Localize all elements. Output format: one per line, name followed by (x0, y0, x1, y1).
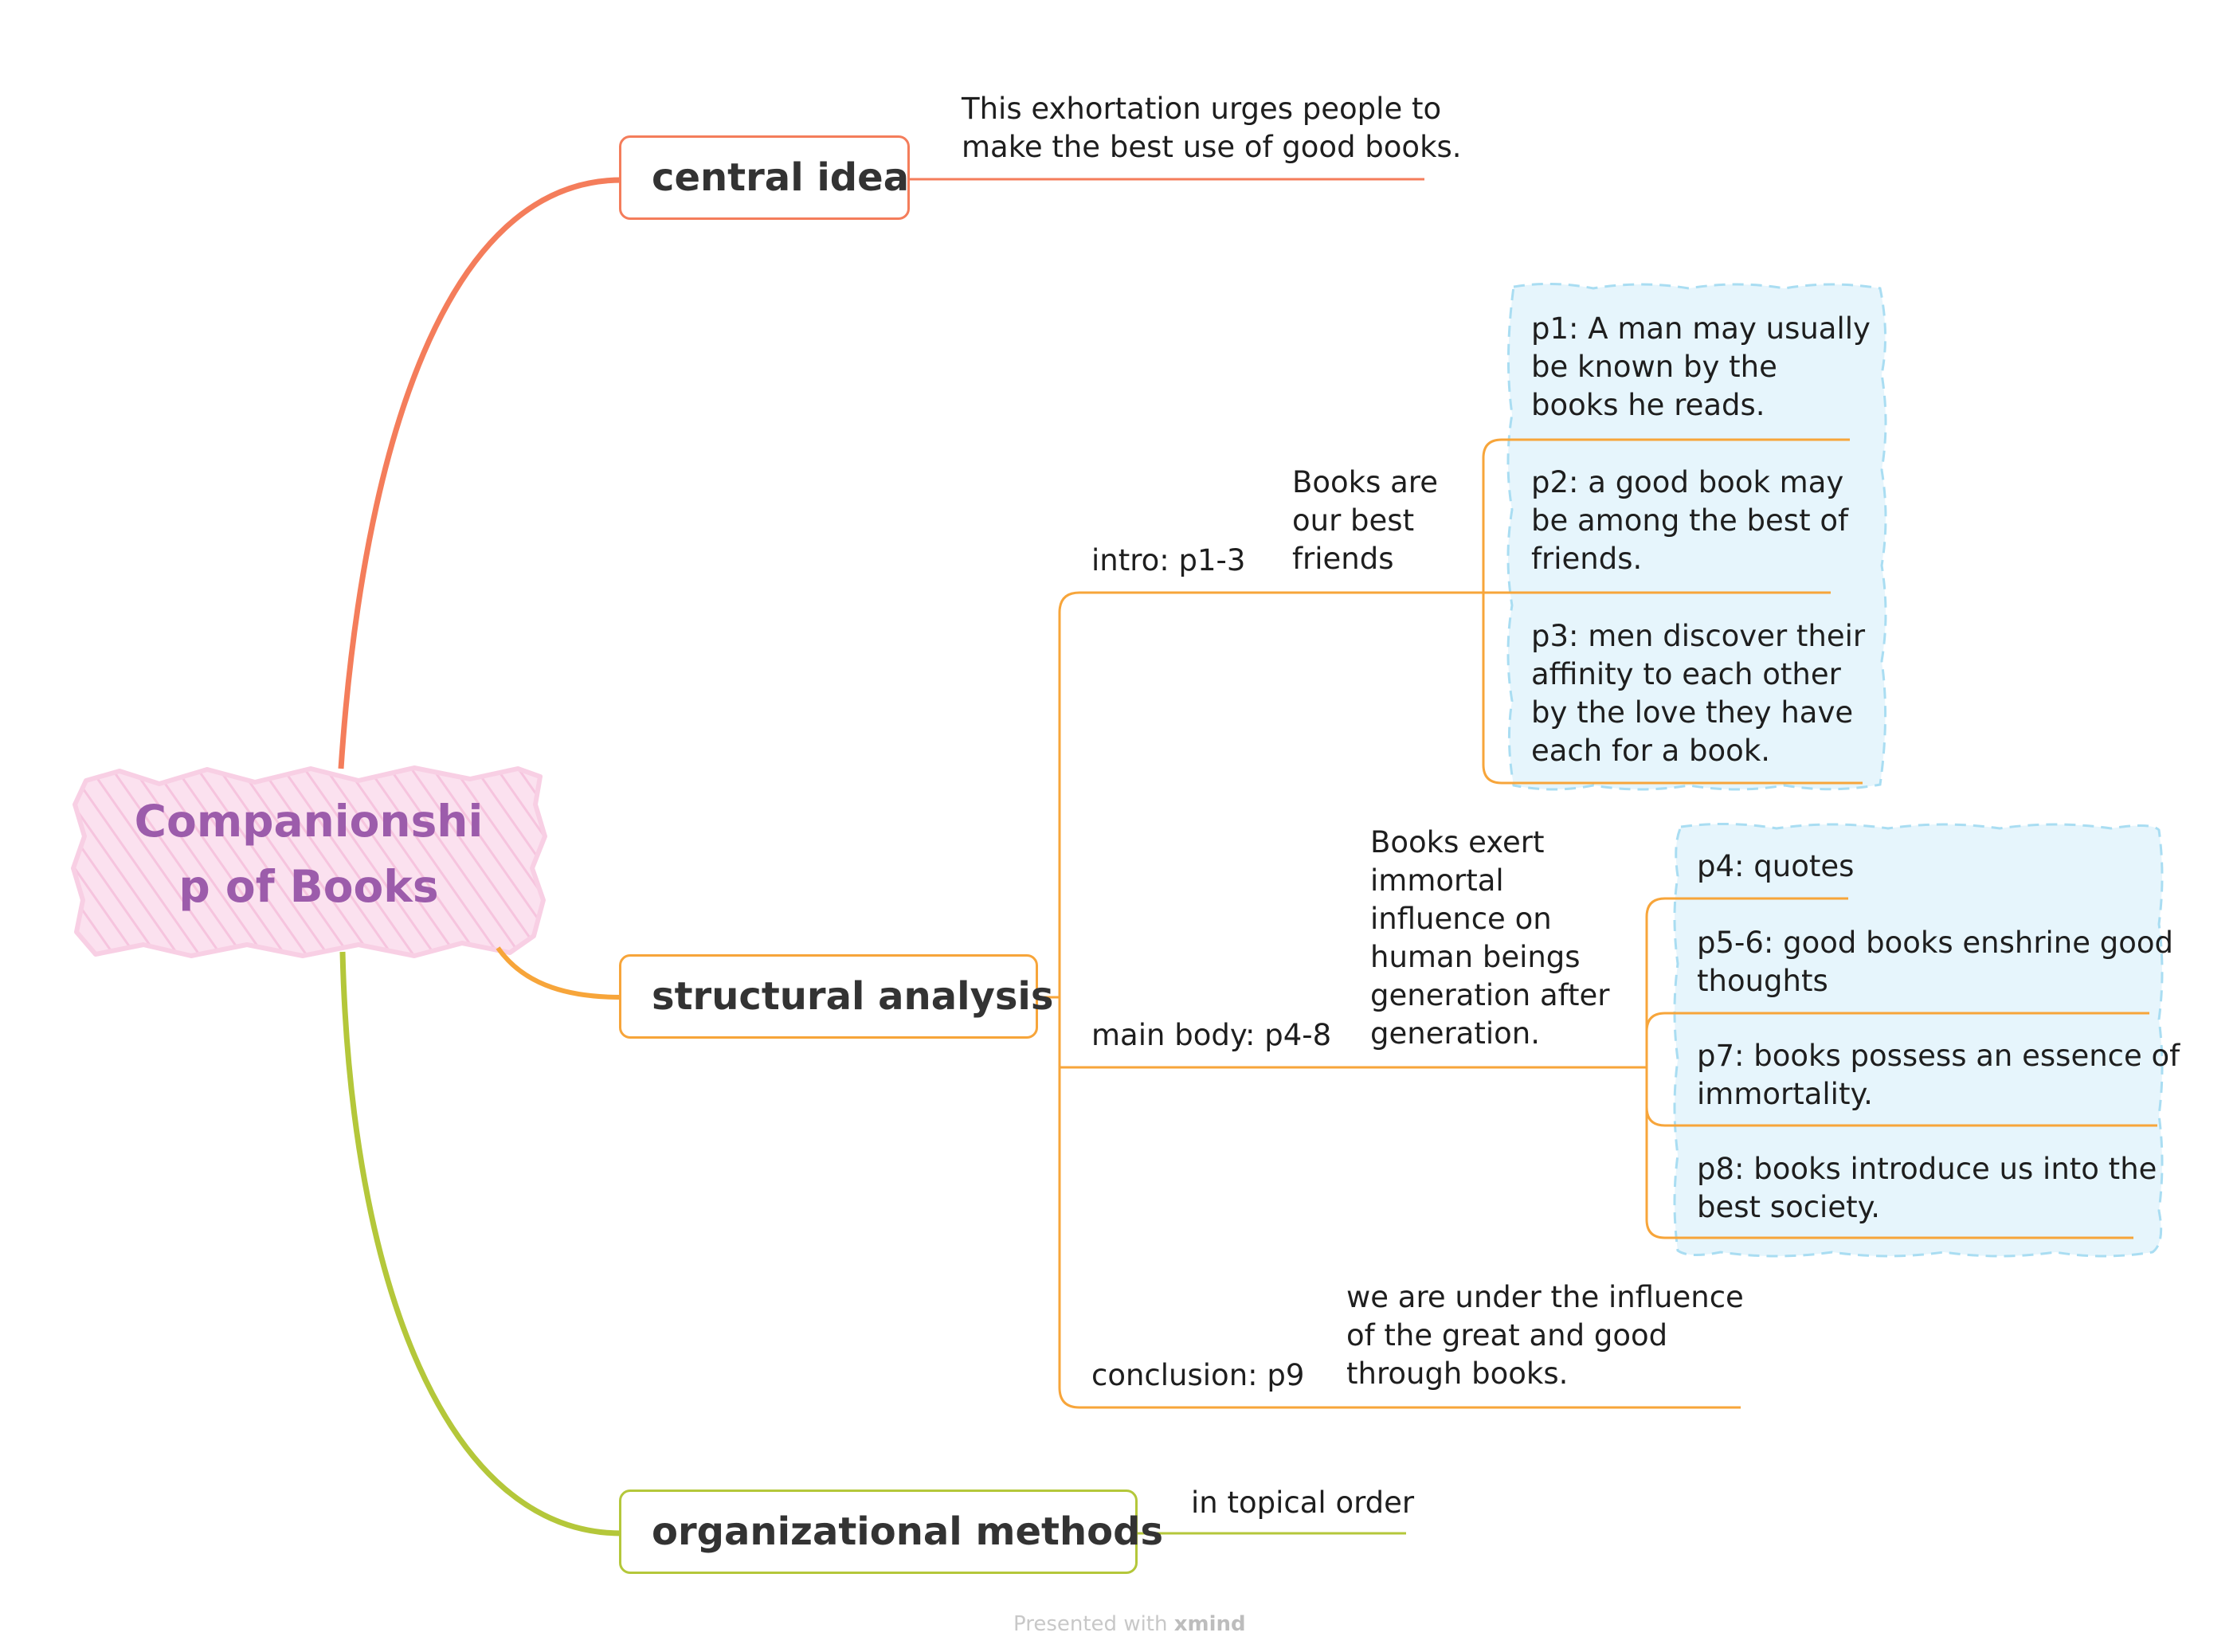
conclusion-summary-line: we are under the influence (1346, 1280, 1744, 1314)
note-line: p1: A man may usually (1531, 311, 1871, 346)
note-line: friends. (1531, 542, 1643, 576)
conclusion-summary-line: of the great and good (1346, 1318, 1668, 1353)
intro-summary-line: Books are (1292, 465, 1438, 499)
note-line: affinity to each other (1531, 657, 1841, 691)
note-p7[interactable]: p7: books possess an essence of immortal… (1697, 1037, 2180, 1114)
main-body-summary-line: generation after (1370, 978, 1610, 1012)
note-line: p4: quotes (1697, 849, 1855, 883)
branch-organizational-methods-label: organizational methods (652, 1509, 1164, 1554)
central-topic[interactable]: Companionshi p of Books (76, 789, 542, 919)
branch-structural-analysis-label: structural analysis (652, 974, 1054, 1019)
note-line: by the love they have (1531, 695, 1854, 730)
note-p5-6[interactable]: p5-6: good books enshrine good thoughts (1697, 924, 2173, 1000)
central-topic-fill (71, 765, 547, 958)
note-line: p5-6: good books enshrine good (1697, 926, 2174, 960)
note-line: immortality. (1697, 1077, 1873, 1111)
note-line: p8: books introduce us into the (1697, 1152, 2157, 1186)
note-line: be known by the (1531, 350, 1777, 384)
central-topic-line-2: p of Books (178, 861, 439, 912)
branch-central-idea[interactable]: central idea (619, 135, 910, 220)
central-idea-text[interactable]: This exhortation urges people to make th… (962, 90, 1462, 166)
note-p4[interactable]: p4: quotes (1697, 848, 1854, 886)
branch-central-idea-label: central idea (652, 155, 910, 200)
connector-organizational-methods (339, 951, 622, 1537)
note-p8[interactable]: p8: books introduce us into the best soc… (1697, 1150, 2157, 1227)
main-body-label[interactable]: main body: p4-8 (1091, 1018, 1332, 1052)
note-line: books he reads. (1531, 388, 1765, 422)
boundary-intro-notes (1506, 282, 1887, 791)
note-line: p7: books possess an essence of (1697, 1039, 2180, 1073)
main-body-summary-line: generation. (1370, 1016, 1540, 1051)
branch-structural-analysis[interactable]: structural analysis (619, 954, 1053, 1039)
conclusion-label[interactable]: conclusion: p9 (1091, 1358, 1305, 1392)
connector-central-idea (338, 177, 622, 769)
footer-brand: xmind (1173, 1612, 1246, 1636)
connector-structural-analysis (496, 946, 622, 1000)
central-topic-line-1: Companionshi (134, 796, 484, 847)
boundary-main-body-notes (1673, 822, 2164, 1258)
footer-prefix: Presented with (1013, 1612, 1168, 1636)
note-p1[interactable]: p1: A man may usually be known by the bo… (1531, 310, 1871, 425)
note-p2[interactable]: p2: a good book may be among the best of… (1531, 464, 1848, 578)
note-p3[interactable]: p3: men discover their affinity to each … (1531, 617, 1865, 770)
intro-summary-line: friends (1292, 542, 1394, 576)
note-line: p3: men discover their (1531, 619, 1866, 653)
main-body-summary-line: Books exert (1370, 825, 1545, 859)
note-line: p2: a good book may (1531, 465, 1844, 499)
main-body-summary-line: human beings (1370, 940, 1581, 974)
intro-summary[interactable]: Books are our best friends (1292, 464, 1438, 578)
central-idea-text-line: This exhortation urges people to (962, 92, 1442, 126)
note-line: thoughts (1697, 964, 1828, 998)
main-body-summary-line: immortal (1370, 863, 1504, 898)
main-body-summary[interactable]: Books exert immortal influence on human … (1370, 824, 1610, 1053)
intro-label[interactable]: intro: p1-3 (1091, 543, 1246, 577)
note-line: best society. (1697, 1190, 1880, 1224)
main-body-summary-line: influence on (1370, 902, 1552, 936)
note-line: each for a book. (1531, 734, 1771, 768)
footer-watermark: Presented with xmind (1013, 1612, 1246, 1636)
branch-organizational-methods[interactable]: organizational methods (619, 1490, 1163, 1574)
intro-summary-line: our best (1292, 503, 1415, 538)
note-line: be among the best of (1531, 503, 1849, 538)
organizational-methods-text[interactable]: in topical order (1191, 1486, 1415, 1520)
conclusion-summary[interactable]: we are under the influence of the great … (1346, 1278, 1744, 1393)
conclusion-summary-line: through books. (1346, 1356, 1569, 1391)
central-idea-text-line: make the best use of good books. (962, 130, 1462, 164)
